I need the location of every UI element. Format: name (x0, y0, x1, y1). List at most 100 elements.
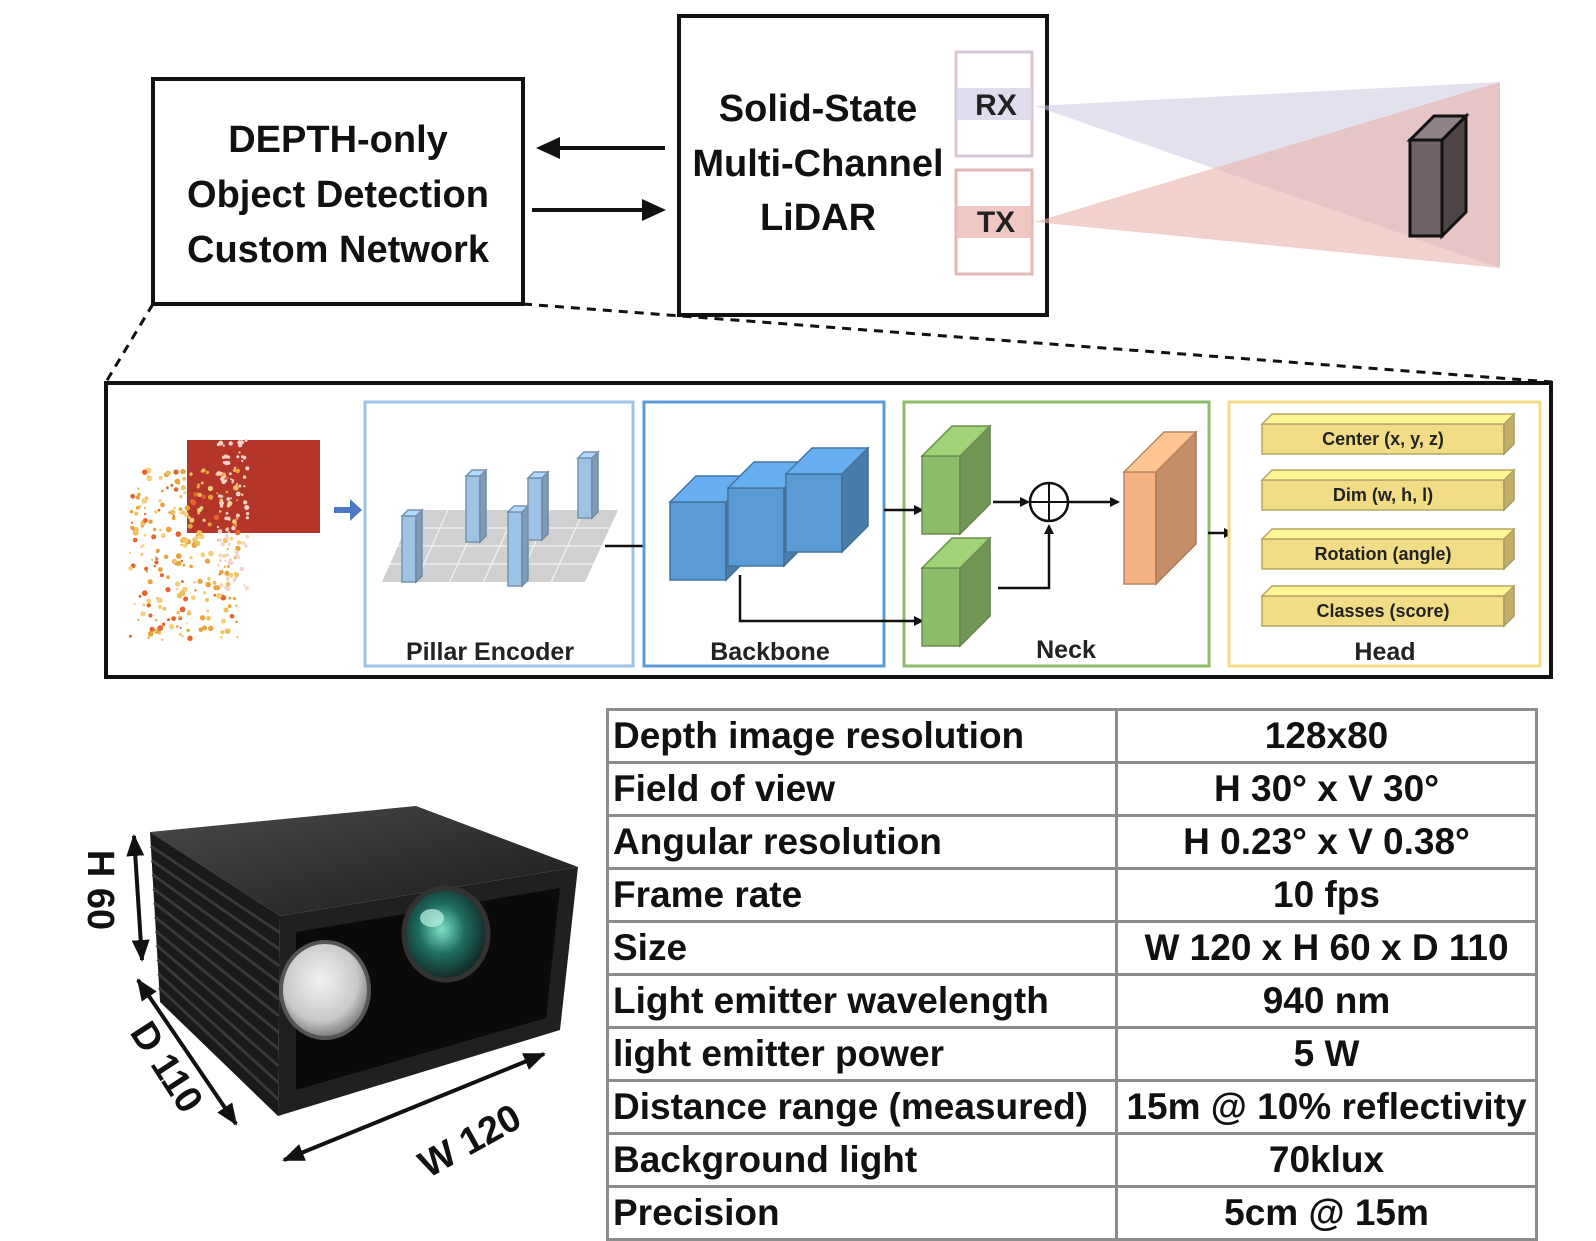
neck-block-bottom-front (921, 567, 961, 647)
heat-fin (150, 859, 281, 951)
detector-line-3: Custom Network (187, 229, 490, 271)
point-cloud-dot (207, 577, 211, 581)
heat-fin (149, 844, 281, 934)
point-cloud-dot (178, 615, 181, 619)
point-cloud-dot (141, 590, 148, 596)
backbone-block-top (784, 447, 870, 475)
point-cloud-dot (236, 513, 240, 518)
point-cloud-dot (137, 487, 140, 490)
point-cloud-dot (169, 509, 176, 516)
point-cloud-dot (154, 510, 158, 514)
point-cloud-dot (175, 625, 179, 628)
point-cloud-dot (234, 604, 238, 608)
point-cloud-dot (238, 451, 241, 454)
point-cloud-dot (135, 505, 140, 510)
receiver-lens-glint (420, 909, 444, 927)
point-cloud-dot (225, 490, 229, 494)
point-cloud-dot (218, 510, 222, 513)
point-cloud-dot (241, 459, 244, 463)
point-cloud-dot (219, 559, 222, 562)
backbone-block-front (727, 487, 785, 567)
point-cloud-dot (174, 581, 181, 587)
rx-band (956, 88, 1032, 120)
point-cloud-dot (232, 468, 237, 472)
point-cloud-dot (189, 564, 193, 569)
point-cloud-dot (232, 596, 237, 601)
point-cloud-dot (231, 479, 235, 482)
point-cloud-dot (200, 552, 206, 558)
spec-param: Frame rate (606, 867, 1118, 923)
point-cloud-dot (222, 555, 225, 559)
point-cloud-dot (179, 495, 183, 499)
point-cloud-dot (215, 585, 221, 591)
point-cloud-dot (151, 558, 153, 561)
point-cloud-dot (226, 461, 231, 465)
rx-label: RX (975, 89, 1017, 122)
spec-value: 70klux (1115, 1132, 1538, 1188)
point-cloud-dot (146, 570, 149, 573)
point-cloud-dot (234, 572, 239, 578)
point-cloud-dot (197, 483, 200, 486)
point-cloud-dot (129, 551, 131, 554)
point-cloud-dot (222, 455, 226, 459)
point-cloud-dot (189, 517, 195, 523)
point-cloud-dot (184, 505, 191, 511)
point-cloud-dot (178, 507, 183, 511)
point-cloud-dot (128, 565, 133, 571)
point-cloud-dot (154, 618, 158, 622)
neck-block-bottom (920, 536, 992, 648)
head-bar-0-top (1260, 413, 1516, 425)
point-cloud-dot (196, 530, 203, 536)
pillar-side (591, 450, 599, 520)
point-cloud-dot (146, 603, 151, 608)
point-cloud-dot (245, 516, 249, 520)
point-cloud-dot (160, 533, 166, 539)
point-cloud-dot (179, 606, 186, 613)
point-cloud-dot (171, 516, 176, 521)
point-cloud-dot (174, 478, 181, 485)
point-cloud-dot (227, 518, 231, 521)
point-cloud-dot (179, 590, 186, 597)
point-cloud-dot (158, 631, 162, 635)
point-cloud-dot (189, 472, 193, 476)
point-cloud-dot (180, 468, 186, 475)
head-output-3: Classes (score) (1316, 601, 1449, 621)
point-cloud-dot (180, 485, 186, 491)
point-cloud-dot (224, 479, 228, 483)
point-cloud-dot (228, 572, 234, 578)
point-cloud-dot (200, 481, 204, 485)
neck-block-top (920, 424, 992, 536)
head-bar-2 (1260, 527, 1516, 571)
heat-fin (151, 873, 281, 968)
point-cloud-dot (171, 616, 177, 621)
point-cloud-dot (226, 455, 231, 459)
point-cloud-dot (245, 534, 250, 539)
point-cloud-dot (183, 596, 189, 602)
point-cloud-dot (138, 594, 142, 598)
spec-param: Angular resolution (606, 814, 1118, 870)
point-cloud-dot (226, 497, 231, 501)
point-cloud-dot (243, 500, 248, 505)
point-cloud-dot (181, 580, 184, 583)
detector-box (151, 77, 525, 306)
point-cloud-dot (236, 540, 242, 545)
point-cloud-dot (154, 555, 157, 558)
point-cloud-dot (225, 511, 229, 515)
point-cloud-dot (168, 624, 175, 630)
point-cloud-dot (183, 512, 189, 517)
point-cloud-dot (161, 638, 164, 641)
detector-line-2: Object Detection (187, 174, 489, 216)
backbone-block (784, 446, 870, 554)
head-bar-1 (1260, 468, 1516, 512)
point-cloud-dot (189, 555, 193, 560)
point-cloud-dot (142, 603, 146, 607)
point-cloud-dot (155, 557, 159, 561)
backbone-block-front (669, 501, 727, 581)
point-cloud-dot (141, 544, 145, 547)
point-cloud-dot (179, 511, 183, 515)
point-cloud-dot (134, 511, 139, 516)
point-cloud-dot (195, 540, 201, 547)
neck-upsample-block (1122, 430, 1198, 586)
